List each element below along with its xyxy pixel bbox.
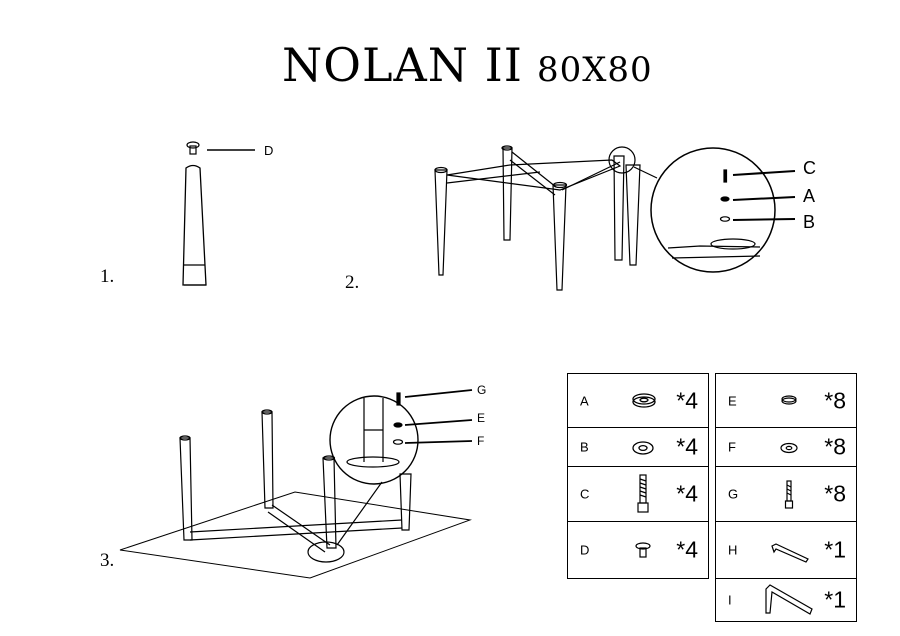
part-letter: I	[728, 592, 732, 608]
part-quantity: *4	[676, 433, 698, 460]
product-size: 80X80	[536, 50, 653, 90]
part-cell-c: C *4	[567, 466, 709, 522]
step-3-assembly-drawing	[119, 389, 473, 579]
long-bolt-icon	[637, 474, 649, 513]
part-letter: H	[728, 542, 738, 558]
part-cell-b: B *4	[567, 427, 709, 467]
part-quantity: *8	[824, 387, 846, 413]
part-letter: B	[580, 439, 589, 455]
step-1-number: 1.	[100, 266, 115, 287]
part-cell-f: F *8	[715, 427, 857, 467]
part-letter: A	[580, 393, 589, 408]
small-spring-washer-icon	[781, 395, 797, 405]
part-quantity: *8	[824, 480, 846, 507]
step-1-leg-drawing	[182, 141, 255, 286]
callout-b: B	[803, 212, 816, 232]
leveling-foot-icon	[635, 542, 651, 558]
document-title: NOLAN II 80X80	[282, 38, 653, 92]
part-quantity: *4	[676, 387, 698, 413]
part-letter: C	[580, 486, 590, 502]
small-allen-key-icon	[771, 543, 809, 563]
large-allen-key-icon	[765, 584, 813, 615]
short-bolt-icon	[784, 480, 794, 509]
part-quantity: *4	[676, 536, 698, 563]
step-3-number: 3.	[100, 550, 115, 571]
callout-g: G	[477, 383, 487, 397]
callout-c: C	[803, 158, 816, 178]
part-quantity: *4	[676, 480, 698, 507]
callout-f: F	[477, 434, 485, 448]
part-cell-h: H *1	[715, 521, 857, 579]
part-quantity: *8	[824, 433, 846, 460]
callout-e: E	[477, 411, 486, 425]
part-letter: F	[728, 439, 736, 455]
part-cell-a: A *4	[567, 373, 709, 428]
callout-a: A	[803, 186, 816, 206]
callout-d: D	[264, 143, 274, 158]
flat-washer-icon	[632, 441, 654, 455]
part-letter: E	[728, 393, 737, 408]
part-cell-d: D *4	[567, 521, 709, 579]
part-quantity: *1	[824, 586, 846, 613]
step-2-number: 2.	[345, 272, 360, 293]
part-cell-e: E *8	[715, 373, 857, 428]
part-cell-g: G *8	[715, 466, 857, 522]
part-quantity: *1	[824, 536, 846, 563]
small-flat-washer-icon	[780, 442, 798, 454]
step-2-frame-drawing	[434, 145, 796, 291]
spring-washer-icon	[632, 393, 656, 408]
product-name: NOLAN II	[282, 38, 523, 92]
part-letter: D	[580, 542, 590, 558]
part-cell-i: I *1	[715, 578, 857, 622]
part-letter: G	[728, 486, 739, 502]
parts-list: A *4 B *4 C *4 D *4 E *8 F	[567, 373, 857, 622]
